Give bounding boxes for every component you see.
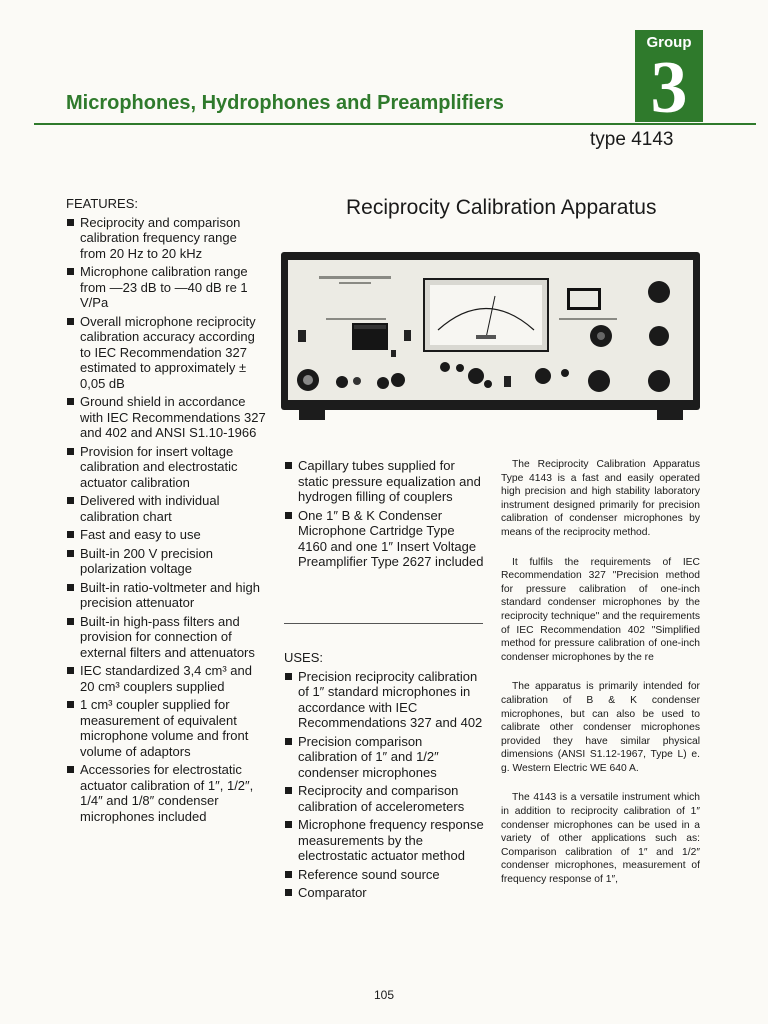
feature-item: 1 cm³ coupler supplied for measurement o… [66,697,266,759]
header-rule [34,123,756,125]
supplied-item: Capillary tubes supplied for static pres… [284,458,484,505]
group-number: 3 [650,47,688,129]
instrument-photo [281,252,700,420]
page-title: Reciprocity Calibration Apparatus [346,196,657,219]
features-list: Reciprocity and comparison calibration f… [66,215,266,825]
feature-item: IEC standardized 3,4 cm³ and 20 cm³ coup… [66,663,266,694]
group-badge: Group 3 [635,30,703,128]
use-item: Reference sound source [284,867,484,883]
feature-item: Ground shield in accordance with IEC Rec… [66,394,266,441]
feature-item: Delivered with individual calibration ch… [66,493,266,524]
description-section: The Reciprocity Calibration Apparatus Ty… [501,458,700,903]
use-item: Microphone frequency response measuremen… [284,817,484,864]
feature-item: Built-in 200 V precision polarization vo… [66,546,266,577]
use-item: Reciprocity and comparison calibration o… [284,783,484,814]
use-item: Precision reciprocity calibration of 1″ … [284,669,484,731]
feature-item: Accessories for electrostatic actuator c… [66,762,266,824]
use-item: Precision comparison calibration of 1″ a… [284,734,484,781]
page-number: 105 [373,988,395,1002]
features-section: FEATURES: Reciprocity and comparison cal… [66,196,266,827]
feature-item: Provision for insert voltage calibration… [66,444,266,491]
features-heading: FEATURES: [66,196,138,211]
uses-list: Precision reciprocity calibration of 1″ … [284,669,484,901]
description-paragraph: The apparatus is primarily intended for … [501,681,700,774]
feature-item: Fast and easy to use [66,527,266,543]
feature-item: Microphone calibration range from —23 dB… [66,264,266,311]
feature-item: Reciprocity and comparison calibration f… [66,215,266,262]
uses-heading: USES: [284,650,324,665]
feature-item: Built-in high-pass filters and provision… [66,614,266,661]
supplied-list: Capillary tubes supplied for static pres… [284,458,484,570]
feature-item: Overall microphone reciprocity calibrati… [66,314,266,392]
column-divider [284,623,483,624]
group-label: Group [646,34,692,51]
use-item: Comparator [284,885,484,901]
uses-section: USES: Precision reciprocity calibration … [284,650,484,904]
description-paragraph: It fulfils the requirements of IEC Recom… [501,556,700,663]
description-paragraph: The 4143 is a versatile instrument which… [501,792,700,886]
type-label: type 4143 [590,129,674,150]
supplied-item: One 1″ B & K Condenser Microphone Cartri… [284,508,484,570]
feature-item: Built-in ratio-voltmeter and high precis… [66,580,266,611]
section-title: Microphones, Hydrophones and Preamplifie… [66,92,504,114]
description-paragraph: The Reciprocity Calibration Apparatus Ty… [501,459,700,538]
supplied-section: Capillary tubes supplied for static pres… [284,458,484,573]
